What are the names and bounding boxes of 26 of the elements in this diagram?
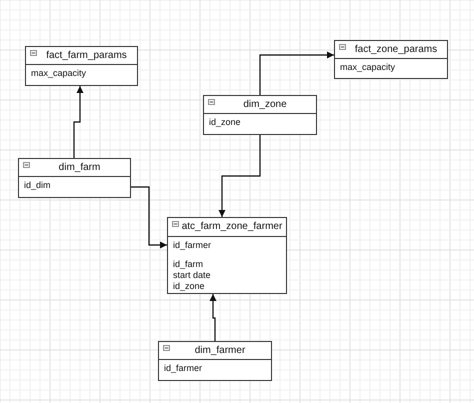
arrow <box>210 294 216 341</box>
table-box <box>18 158 131 198</box>
arrow <box>73 86 84 158</box>
table-box <box>334 40 448 79</box>
arrow <box>218 135 261 217</box>
table-name: dim_farmer <box>194 345 246 356</box>
column-name: id_farmer <box>173 240 212 251</box>
column-name: id_zone <box>173 281 206 292</box>
table-name: atc_farm_zone_farmer <box>180 221 284 232</box>
column-name: id_zone <box>209 117 242 128</box>
arrow <box>259 52 334 95</box>
column-name: id_farm <box>173 259 204 270</box>
arrow <box>131 186 167 248</box>
table-name: fact_farm_params <box>45 50 128 61</box>
table-box <box>25 46 138 86</box>
table-box <box>158 341 272 381</box>
column-name: id_farmer <box>164 363 204 374</box>
table-name: dim_zone <box>242 99 288 110</box>
table-box <box>203 95 317 135</box>
column-name: start date <box>173 270 212 281</box>
column-name: id_dim <box>24 180 52 191</box>
table-box <box>167 217 287 294</box>
column-name: max_capacity <box>31 68 88 79</box>
column-name: max_capacity <box>340 62 396 73</box>
table-name: dim_farm <box>58 162 102 173</box>
table-name: fact_zone_params <box>354 44 438 55</box>
